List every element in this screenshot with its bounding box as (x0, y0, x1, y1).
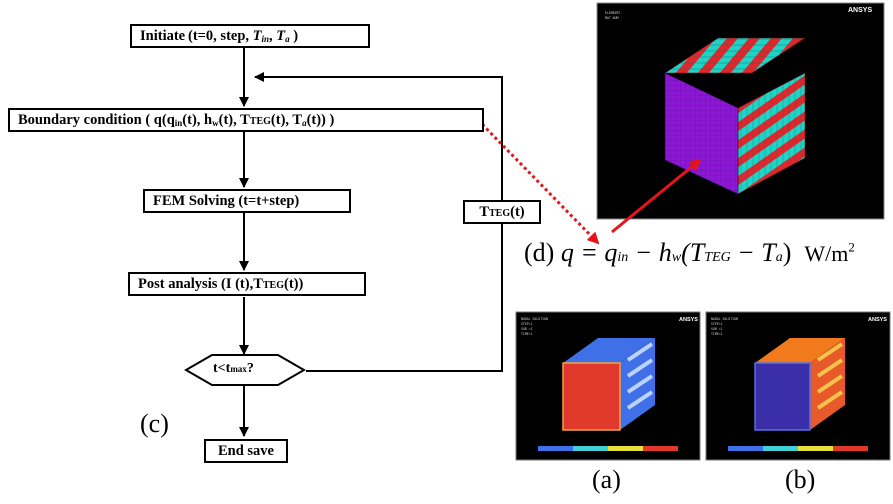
feedback-t: T (479, 204, 490, 220)
feedback-suffix: (t) (510, 204, 525, 220)
boundary-tteg-sub: TEG (249, 116, 271, 127)
post-t: T (253, 276, 263, 292)
ansys-elements-panel: ELEMENTS MAT NUM ANSYS (596, 2, 885, 220)
ansys-panel-b: NODAL SOLUTION STEP=1 SUB =1 TIME=1 ANSY… (705, 311, 891, 461)
panel-a-label-2: STEP=1 (521, 322, 533, 326)
end-save-box: End save (204, 439, 288, 463)
post-prefix: Post analysis (I (t), (138, 276, 254, 292)
boundary-hw: h (204, 112, 213, 128)
boundary-condition-box: Boundary condition ( q(qin(t), hw(t), TT… (8, 108, 484, 132)
panel-a-label-4: TIME=1 (521, 332, 533, 336)
cube-b-top (755, 338, 845, 363)
boundary-ta-sub: a (302, 118, 307, 128)
eq-a: a (775, 250, 783, 265)
decision-text: t<t (213, 361, 231, 376)
fem-solving-box: FEM Solving (t=t+step) (143, 189, 351, 213)
cube-a-top (563, 338, 655, 363)
post-sub: TEG (262, 280, 284, 291)
equation-d: (d) q = qin − hw(TTEG − Ta) W/m2 (524, 238, 855, 268)
panel-b-label-1: NODAL SOLUTION (711, 317, 738, 321)
cube-top-face (664, 37, 806, 74)
boundary-open: ( (161, 112, 167, 128)
ansys-logo-a: ANSYS (679, 317, 698, 323)
initiate-tin-sub: in (261, 34, 270, 44)
boundary-qin-sub: in (174, 118, 183, 128)
initiate-sep: , (269, 28, 277, 44)
decision-diamond (183, 354, 307, 386)
boundary-qin-args: (t), (182, 112, 205, 128)
end-save-text: End save (217, 443, 274, 459)
ansys-panel-a: NODAL SOLUTION STEP=1 SUB =1 TIME=1 ANSY… (515, 311, 701, 461)
cube-b-front (754, 362, 811, 431)
boundary-prefix: Boundary condition ( (18, 112, 154, 128)
eq-mid: − T (730, 238, 776, 267)
eq-unit: W/m (804, 241, 849, 266)
label-a: (a) (592, 465, 621, 494)
boundary-ta: T (292, 112, 303, 128)
fem-solving-text: FEM Solving (t=t+step) (153, 193, 300, 209)
initiate-tin: T (252, 28, 262, 44)
boundary-tteg: T (240, 112, 250, 128)
panel-a-label-1: NODAL SOLUTION (521, 317, 548, 321)
eq-minus-h: − h (628, 238, 672, 267)
cube-a-fingers (626, 342, 654, 410)
eq-teg: TEG (704, 250, 731, 265)
boundary-qin: q (166, 112, 175, 128)
eq-q: q = q (560, 238, 618, 267)
eq-w: w (671, 250, 682, 265)
label-b: (b) (785, 465, 816, 494)
label-d: (d) (524, 238, 555, 267)
feedback-tteg-box: TTEG(t) (463, 200, 541, 224)
initiate-ta: T (276, 28, 286, 44)
ansys-logo: ANSYS (848, 7, 872, 14)
flowchart-connectors (239, 47, 503, 437)
panel-b-label-2: STEP=1 (711, 322, 723, 326)
initiate-suffix: ) (289, 28, 299, 44)
solid-red-arrow (611, 158, 702, 234)
dotted-red-arrow (476, 118, 600, 245)
initiate-ta-sub: a (285, 34, 290, 44)
panel-top-label-1: ELEMENTS (605, 11, 620, 15)
cube-a-front (562, 362, 621, 431)
initiate-box: Initiate (t=0, step, Tin, Ta ) (130, 24, 370, 48)
feedback-sub: TEG (489, 208, 511, 219)
boundary-hw-sub: w (212, 118, 219, 128)
decision-suffix: ? (246, 361, 254, 376)
cube-front-face (664, 72, 739, 195)
decision-sub: max (230, 364, 247, 374)
boundary-ta-args: (t)) ) (306, 112, 335, 128)
post-suffix: (t)) (284, 276, 304, 292)
eq-in: in (617, 250, 629, 265)
boundary-q: q (153, 112, 162, 128)
ansys-logo-b: ANSYS (868, 317, 887, 323)
post-analysis-box: Post analysis (I (t),TTEG(t)) (128, 272, 366, 296)
panel-b-label-3: SUB =1 (711, 327, 723, 331)
decision-label: t<tmax? (213, 361, 254, 377)
boundary-hw-args: (t), (218, 112, 241, 128)
cube-b-fingers (816, 342, 844, 410)
panel-b-label-4: TIME=1 (711, 332, 723, 336)
eq-unit-exp: 2 (848, 239, 855, 255)
label-c: (c) (140, 409, 169, 438)
panel-a-label-3: SUB =1 (521, 327, 533, 331)
panel-top-label-2: MAT NUM (605, 16, 619, 20)
eq-close: ) (782, 238, 792, 267)
initiate-prefix: Initiate (t=0, step, (140, 28, 253, 44)
boundary-tteg-args: (t), (270, 112, 293, 128)
eq-open: (T (681, 238, 705, 267)
